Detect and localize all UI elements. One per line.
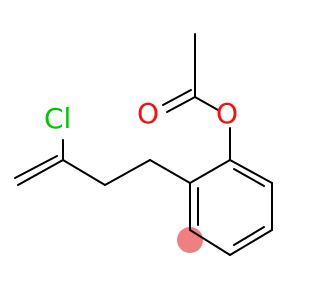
- bond-oester-carbonyl-c: [194, 96, 219, 111]
- bond-carbonyl-o-double: [162, 89, 192, 106]
- molecule-canvas: Cl O O: [14, 33, 273, 256]
- bond-c2-c3: [62, 159, 106, 186]
- bond-ring-5: [189, 229, 231, 256]
- bond-ring-4: [229, 229, 273, 256]
- bond-ring-2-inner: [233, 168, 265, 187]
- bond-ring-2: [229, 159, 273, 184]
- bond-ring-1: [189, 159, 231, 184]
- bond-c3-c4: [104, 159, 151, 186]
- bond-c1-c2-double: [14, 155, 58, 179]
- bond-carbonyl-o: [166, 96, 196, 113]
- bond-group: [14, 33, 273, 256]
- bond-c4-ring: [149, 159, 191, 184]
- bond-ring-4-inner: [233, 226, 265, 246]
- bond-c1-c2: [17, 159, 64, 186]
- ring-highlight-b: [180, 230, 200, 250]
- chlorine-label: Cl: [44, 102, 71, 135]
- carbonyl-oxygen-label: O: [137, 97, 159, 130]
- molecule-structure: Cl O O: [14, 33, 273, 256]
- ester-oxygen-label: O: [216, 97, 238, 130]
